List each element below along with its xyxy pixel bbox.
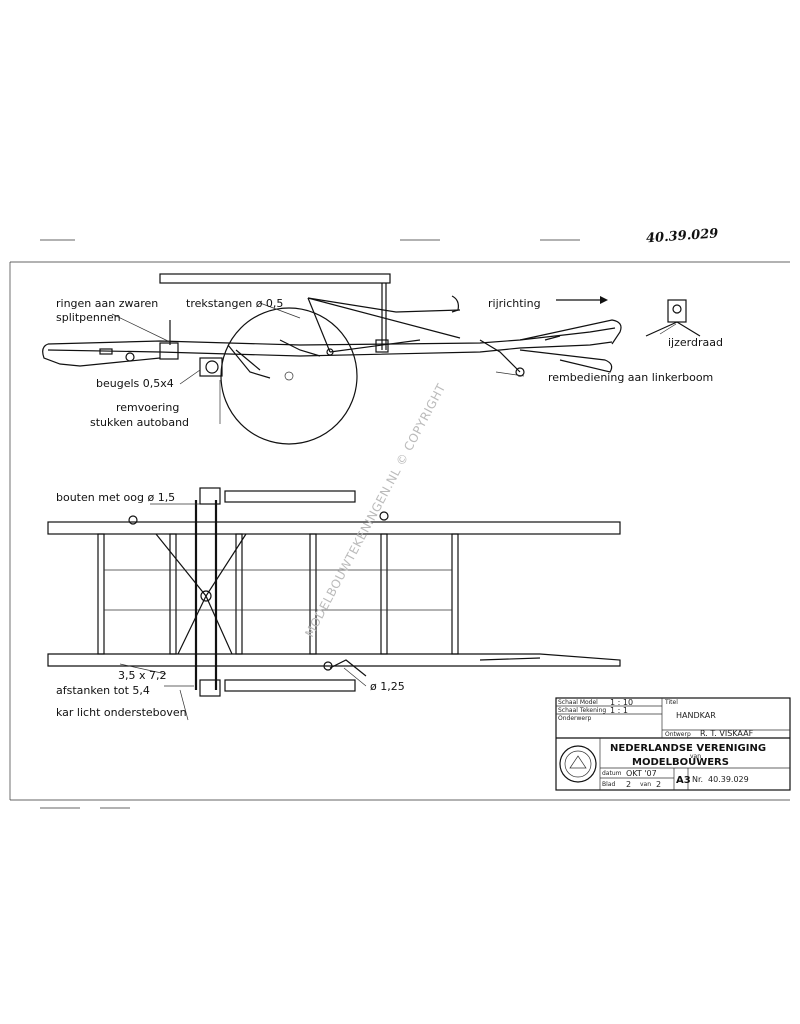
label-beugels: beugels 0,5x4 [96,377,174,390]
tb-org-line2: MODELBOUWERS [632,757,729,768]
tb-blad-label: Blad [602,781,615,788]
label-ijzerdraad: ijzerdraad [668,336,723,349]
tb-blad-value: 2 [626,780,631,789]
label-rijrichting: rijrichting [488,297,541,310]
sheet-border [9,239,790,809]
label-trekstangen: trekstangen ø 0,5 [186,297,283,310]
tb-van-label: van [640,781,651,788]
tb-ontwerp-value: R. T. VISKAAF [700,729,754,738]
label-afstanken: afstanken tot 5,4 [56,684,150,697]
tb-nr-label: Nr. [692,775,703,784]
tb-onderwerp-label: Onderwerp [558,715,592,722]
label-bouten: bouten met oog ø 1,5 [56,491,175,504]
title-block [555,697,791,791]
handwritten-doc-number: 40.39.029 [646,226,719,246]
side-view [42,273,622,445]
label-remvoering: remvoering [116,401,179,414]
label-dim-125: ø 1,25 [370,680,405,693]
label-ringen: ringen aan zwaren [56,297,158,310]
ijzerdraad-detail [645,299,701,337]
tb-titel-label: Titel [664,699,678,706]
label-splitpennen: splitpennen [56,311,121,324]
label-rembediening: rembediening aan linkerboom [548,371,713,384]
tb-schaal-tekening-value: 1 : 1 [610,706,628,715]
tb-org-van: van [690,753,701,760]
top-view [47,487,621,721]
tb-titel-value: HANDKAR [676,711,716,720]
tb-nr-value: 40.39.029 [708,775,749,784]
tb-org-line1: NEDERLANDSE VERENIGING [610,743,766,754]
tb-format: A3 [676,775,691,786]
tb-datum-value: OKT '07 [626,769,657,778]
tb-schaal-model-label: Schaal Model [558,699,598,706]
label-stukken-autoband: stukken autoband [90,416,189,429]
tb-schaal-model-value: 1 : 10 [610,698,633,707]
label-dim-35x72: 3,5 x 7,2 [118,669,167,682]
nvm-seal-icon [559,745,597,783]
tb-ontwerp-label: Ontwerp [665,731,691,738]
tb-datum-label: datum [602,770,622,777]
copyright-watermark: MODELBOUWTEKENINGEN.NL © COPYRIGHT [302,381,448,639]
tb-van-value: 2 [656,780,661,789]
tb-schaal-tekening-label: Schaal Tekening [558,707,606,714]
label-kar-licht: kar licht ondersteboven [56,706,187,719]
